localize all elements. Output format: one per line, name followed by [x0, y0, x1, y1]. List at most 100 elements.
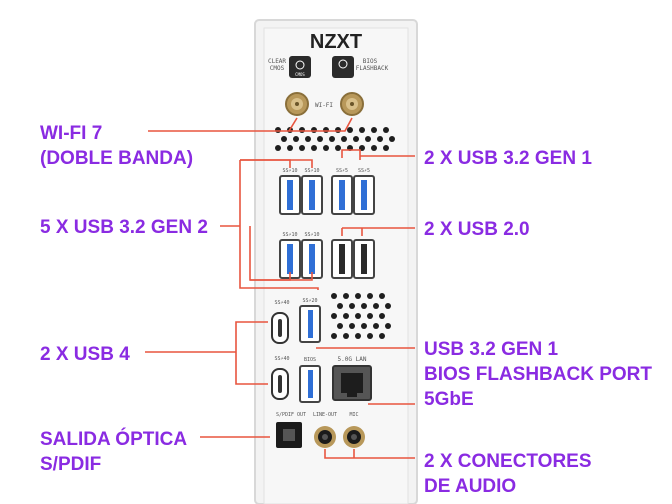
vent-hole: [359, 127, 365, 133]
wifi-antenna-right[interactable]: [340, 92, 364, 116]
vent-hole: [385, 323, 391, 329]
callout-usb32-gen1-bios: USB 3.2 GEN 1: [424, 339, 559, 360]
vent-hole: [365, 136, 371, 142]
vent-hole: [385, 303, 391, 309]
vent-hole: [355, 313, 361, 319]
bios-icon: [338, 59, 348, 69]
vent-hole: [299, 145, 305, 151]
usb-row-1: SS⚡10 SS⚡10 SS⚡5 SS⚡5: [279, 168, 375, 215]
vent-hole: [383, 145, 389, 151]
vent-hole: [367, 333, 373, 339]
callout-usb32-gen1-top: 2 X USB 3.2 GEN 1: [424, 148, 592, 169]
callout-audio-line1: 2 X CONECTORES: [424, 451, 592, 472]
mic-jack[interactable]: [343, 426, 365, 448]
vent-hole: [331, 333, 337, 339]
vent-hole: [275, 145, 281, 151]
wifi-antenna-left[interactable]: [285, 92, 309, 116]
vent-hole: [379, 313, 385, 319]
callout-bios-flashback-port: BIOS FLASHBACK PORT: [424, 364, 652, 385]
vent-hole: [337, 303, 343, 309]
clear-cmos-button[interactable]: [289, 56, 311, 78]
vent-hole: [379, 293, 385, 299]
vent-hole: [371, 127, 377, 133]
line-out-jack[interactable]: [314, 426, 336, 448]
vent-hole: [335, 127, 341, 133]
lineout-tag: LINE-OUT: [313, 412, 337, 418]
vent-hole: [373, 323, 379, 329]
vent-hole: [317, 136, 323, 142]
callout-audio-line2: DE AUDIO: [424, 476, 517, 497]
usb-speed-tag: SS⚡10: [282, 168, 297, 174]
vent-hole: [331, 313, 337, 319]
bios-label: BIOS: [363, 58, 378, 65]
bios-port-tag: BIOS: [304, 357, 316, 363]
vent-holes-middle: [331, 293, 391, 339]
callout-usb32-gen2: 5 X USB 3.2 GEN 2: [40, 217, 208, 238]
bios-label-2: FLASHBACK: [356, 65, 389, 72]
vent-hole: [337, 323, 343, 329]
usb-a-tongue: [309, 180, 315, 210]
usb-a-tongue: [287, 180, 293, 210]
vent-hole: [379, 333, 385, 339]
callout-optical-line1: SALIDA ÓPTICA: [40, 429, 188, 450]
vent-hole: [335, 145, 341, 151]
vent-hole: [353, 136, 359, 142]
clear-cmos-label: CLEAR: [268, 58, 286, 65]
callout-optical-line2: S/PDIF: [40, 454, 102, 475]
vent-hole: [323, 127, 329, 133]
vent-hole: [311, 145, 317, 151]
vent-hole: [349, 303, 355, 309]
vent-hole: [361, 303, 367, 309]
vent-hole: [377, 136, 383, 142]
vent-hole: [331, 293, 337, 299]
vent-hole: [355, 293, 361, 299]
bios-flashback-button[interactable]: [332, 56, 354, 78]
vent-hole: [347, 127, 353, 133]
leader-lines: [145, 117, 415, 459]
vent-hole: [349, 323, 355, 329]
callout-usb4: 2 X USB 4: [40, 344, 130, 365]
usb4-tag-bottom: SS⚡40: [274, 356, 289, 362]
vent-hole: [305, 136, 311, 142]
vent-hole: [361, 323, 367, 329]
vent-hole: [367, 293, 373, 299]
vent-hole: [311, 127, 317, 133]
usb-a-tongue: [361, 180, 367, 210]
callout-lan: 5GbE: [424, 389, 474, 410]
mic-tag: MIC: [349, 412, 358, 418]
usb-speed-tag: SS⚡10: [282, 232, 297, 238]
usb-tag-20: SS⚡20: [302, 298, 317, 304]
usb-speed-tag: SS⚡5: [336, 168, 348, 174]
usb-a-tongue: [309, 244, 315, 274]
vent-hole: [367, 313, 373, 319]
vent-hole: [343, 313, 349, 319]
callout-wifi-line1: WI-FI 7: [40, 123, 103, 144]
usb-speed-tag: SS⚡10: [304, 232, 319, 238]
clear-cmos-button-text: CMOS: [295, 72, 305, 77]
vent-hole: [299, 127, 305, 133]
spdif-tag: S/PDIF OUT: [276, 412, 306, 418]
callout-wifi-line2: (DOBLE BANDA): [40, 148, 194, 169]
usb-a-tongue: [287, 244, 293, 274]
usb-speed-tag: SS⚡5: [358, 168, 370, 174]
vent-hole: [275, 127, 281, 133]
brand-logo: NZXT: [310, 31, 362, 53]
callout-usb20: 2 X USB 2.0: [424, 219, 530, 240]
usb-a-tongue: [339, 244, 345, 274]
usb4-tag-top: SS⚡40: [274, 300, 289, 306]
vent-hole: [343, 293, 349, 299]
vent-hole: [373, 303, 379, 309]
vent-hole: [293, 136, 299, 142]
vent-hole: [281, 136, 287, 142]
usb-a-tongue: [339, 180, 345, 210]
vent-hole: [329, 136, 335, 142]
lan-tag: 5.0G LAN: [338, 356, 367, 363]
vent-hole: [343, 333, 349, 339]
clear-cmos-label-2: CMOS: [270, 65, 285, 72]
vent-hole: [287, 145, 293, 151]
vent-hole: [383, 127, 389, 133]
refresh-icon: [295, 60, 305, 70]
vent-hole: [371, 145, 377, 151]
usb-speed-tag: SS⚡10: [304, 168, 319, 174]
vent-hole: [389, 136, 395, 142]
